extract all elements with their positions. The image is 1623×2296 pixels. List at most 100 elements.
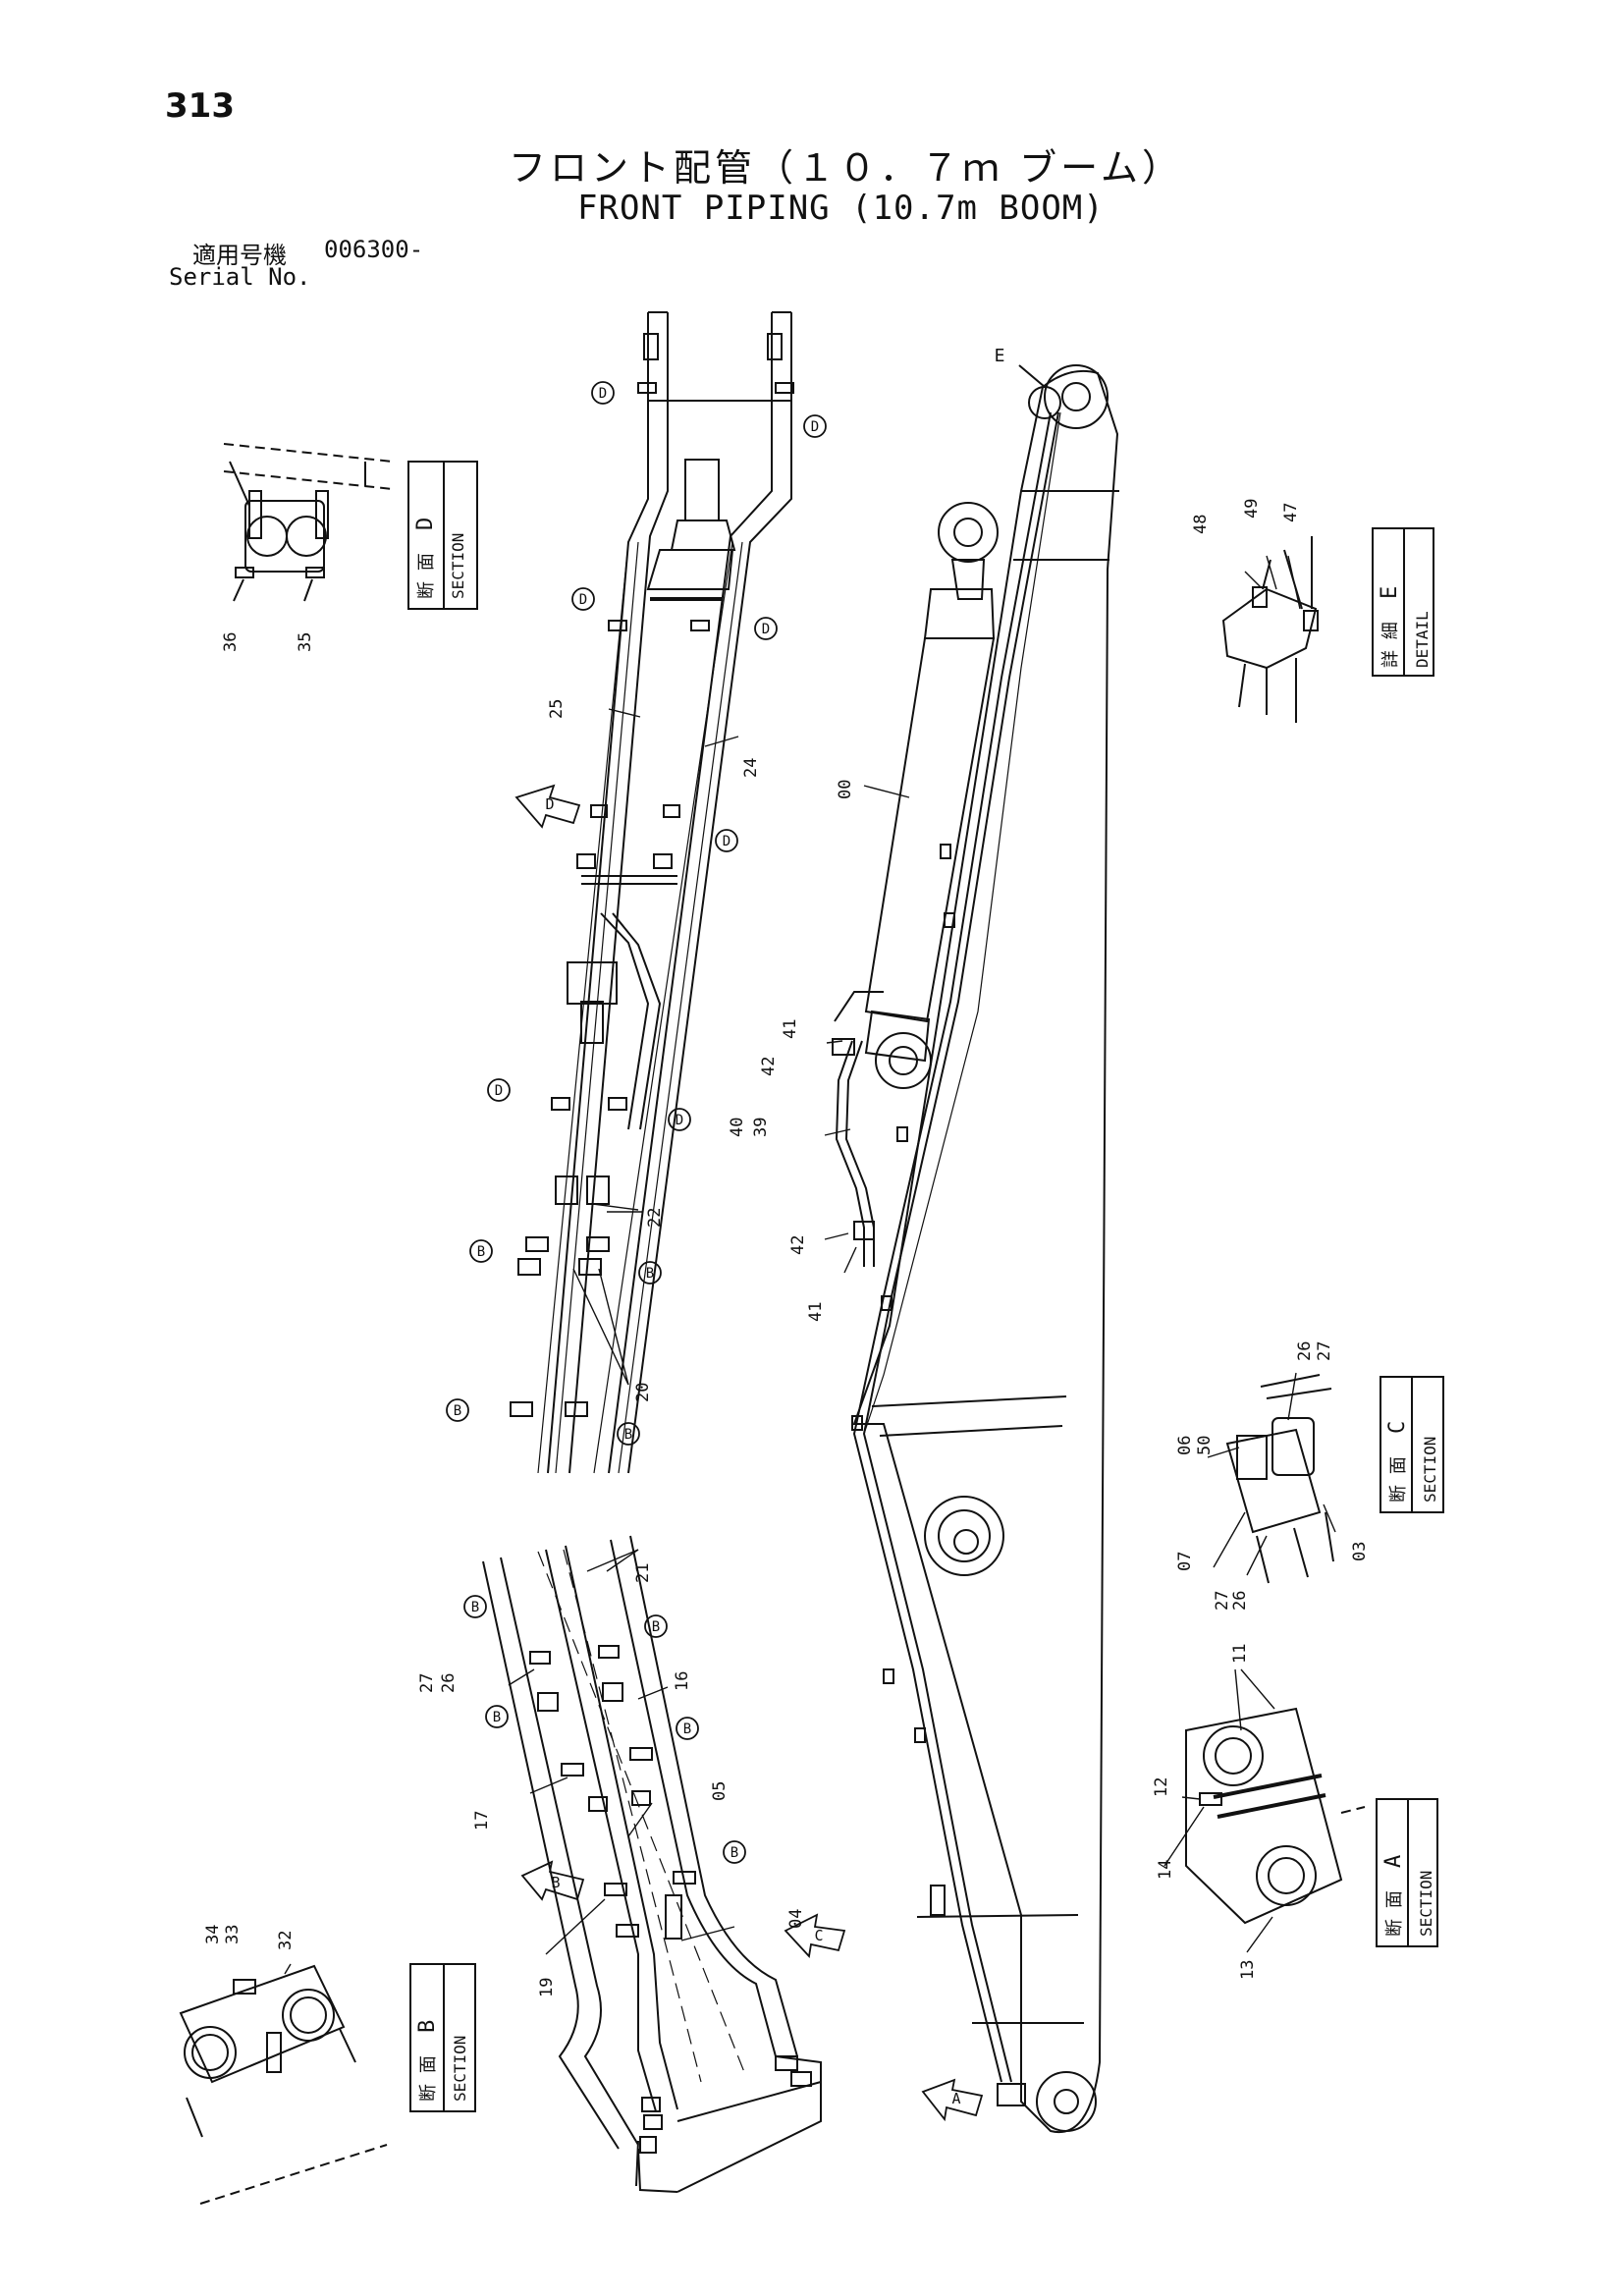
lower-piping-strip xyxy=(482,1535,822,2193)
part-00: 00 xyxy=(836,780,855,799)
part-22: 22 xyxy=(645,1208,665,1228)
part-06: 06 xyxy=(1175,1436,1195,1455)
view-arrow-c xyxy=(784,1913,846,1958)
section-a-en: SECTION xyxy=(1417,1871,1435,1937)
callout-d: D xyxy=(811,419,819,435)
part-13: 13 xyxy=(1238,1960,1258,1980)
part-21: 21 xyxy=(633,1563,653,1583)
detail-e-drawing xyxy=(1221,536,1319,723)
section-c-jp: 断 面 xyxy=(1388,1456,1409,1503)
part-36: 36 xyxy=(221,632,241,652)
view-arrow-a-letter: A xyxy=(951,2090,960,2107)
callout-b: B xyxy=(652,1619,660,1635)
part-47: 47 xyxy=(1281,503,1301,522)
callout-b: B xyxy=(477,1244,485,1260)
view-arrow-a xyxy=(921,2078,984,2122)
section-c-box xyxy=(1380,1376,1444,1513)
section-d-jp: 断 面 xyxy=(416,553,437,599)
section-d-detail xyxy=(223,443,394,602)
page-number: 313 xyxy=(165,86,235,126)
part-27: 27 xyxy=(417,1673,437,1693)
part-26: 26 xyxy=(1230,1591,1250,1611)
part-25: 25 xyxy=(547,699,567,719)
section-b-letter: B xyxy=(415,2020,440,2033)
circled-callouts xyxy=(446,381,827,1864)
part-03: 03 xyxy=(1350,1542,1370,1561)
part-41: 41 xyxy=(806,1302,826,1322)
title-english: FRONT PIPING (10.7m BOOM) xyxy=(577,189,1105,228)
view-arrow-b xyxy=(520,1860,585,1901)
part-26: 26 xyxy=(439,1673,459,1693)
callout-d: D xyxy=(579,592,587,608)
detail-e-jp: 詳 細 xyxy=(1380,622,1401,668)
part-19: 19 xyxy=(537,1978,557,1997)
callout-letters: D D D D D D D B B B B B B B B B xyxy=(454,386,819,1861)
section-d-en: SECTION xyxy=(449,533,467,599)
detail-e-box xyxy=(1372,527,1434,677)
serial-value: 006300- xyxy=(324,236,424,263)
callout-b: B xyxy=(683,1722,691,1737)
section-d-letter: D xyxy=(413,518,438,530)
part-27: 27 xyxy=(1213,1591,1232,1611)
section-b-drawing xyxy=(179,1964,388,2205)
part-33: 33 xyxy=(223,1925,243,1944)
part-48: 48 xyxy=(1191,515,1211,534)
view-arrow-d-letter: D xyxy=(545,795,554,813)
view-arrow-d xyxy=(514,784,581,829)
section-c-en: SECTION xyxy=(1421,1437,1439,1503)
serial-label-english: Serial No. xyxy=(169,263,311,291)
callout-b: B xyxy=(471,1600,479,1615)
section-a-box xyxy=(1376,1798,1438,1947)
view-arrow-b-letter: B xyxy=(551,1874,560,1891)
upper-piping-strip xyxy=(510,311,794,1474)
part-24: 24 xyxy=(741,758,761,778)
section-b-box xyxy=(409,1963,476,2112)
part-40: 40 xyxy=(728,1118,747,1137)
part-49: 49 xyxy=(1242,499,1262,519)
serial-label-japanese: 適用号機 xyxy=(192,242,287,269)
part-34: 34 xyxy=(203,1925,223,1944)
part-16: 16 xyxy=(673,1671,692,1691)
section-a-jp: 断 面 xyxy=(1384,1890,1405,1937)
callout-d: D xyxy=(599,386,607,402)
detail-e-pointer-letter: E xyxy=(995,346,1005,366)
part-42: 42 xyxy=(759,1057,779,1076)
callout-b: B xyxy=(624,1427,632,1443)
callout-b: B xyxy=(646,1266,654,1282)
section-a-letter: A xyxy=(1381,1855,1406,1868)
leader-lines xyxy=(284,555,1336,1975)
part-05: 05 xyxy=(710,1781,730,1801)
section-b-en: SECTION xyxy=(451,2036,469,2102)
section-a-drawing xyxy=(1185,1707,1366,1925)
section-d-box xyxy=(407,461,478,610)
part-12: 12 xyxy=(1152,1777,1171,1797)
section-b-jp: 断 面 xyxy=(418,2055,439,2102)
main-boom xyxy=(832,364,1119,2134)
section-c-letter: C xyxy=(1385,1421,1410,1434)
part-04: 04 xyxy=(786,1909,806,1929)
callout-d: D xyxy=(762,622,770,637)
part-20: 20 xyxy=(633,1383,653,1402)
part-14: 14 xyxy=(1156,1860,1175,1880)
section-c-drawing xyxy=(1225,1374,1334,1584)
part-41: 41 xyxy=(781,1019,800,1039)
part-35: 35 xyxy=(296,632,315,652)
view-arrows xyxy=(514,784,984,2122)
callout-b: B xyxy=(493,1710,501,1725)
part-32: 32 xyxy=(276,1931,296,1950)
section-box-labels: 断 面 D SECTION 詳 細 E DETAIL 断 面 C SECTION… xyxy=(413,518,1439,2102)
callout-b: B xyxy=(454,1403,461,1419)
callout-d: D xyxy=(723,834,730,849)
callout-d: D xyxy=(676,1113,683,1128)
title-japanese: フロント配管（１０．７ｍ ブーム） xyxy=(509,146,1183,190)
view-arrow-letters: D B C A E xyxy=(545,346,1004,2107)
part-numbers: 36 35 25 24 00 48 49 47 41 42 40 39 42 4… xyxy=(203,499,1370,1997)
view-arrow-c-letter: C xyxy=(814,1927,823,1944)
part-27: 27 xyxy=(1315,1341,1334,1361)
detail-e-en: DETAIL xyxy=(1413,611,1432,668)
part-50: 50 xyxy=(1195,1436,1215,1455)
part-39: 39 xyxy=(751,1118,771,1137)
part-07: 07 xyxy=(1175,1552,1195,1571)
part-11: 11 xyxy=(1230,1644,1250,1664)
